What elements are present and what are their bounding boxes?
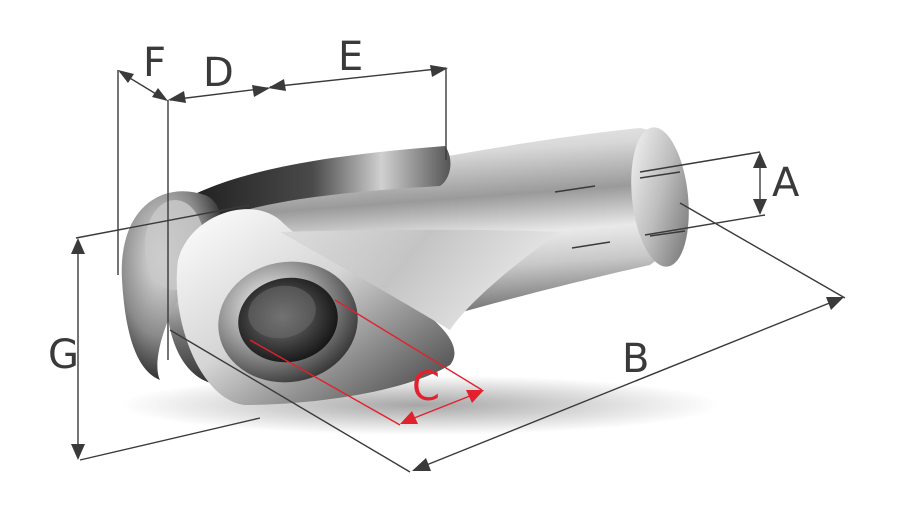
label-G: G [48, 332, 79, 378]
eye-hole-inner [248, 285, 316, 339]
label-F: F [143, 40, 166, 86]
label-E: E [338, 34, 363, 80]
tapered-facet [280, 229, 560, 330]
label-D: D [203, 50, 234, 96]
fork-slot [175, 146, 451, 225]
label-B: B [622, 336, 649, 382]
label-A: A [772, 160, 800, 206]
label-C: C [412, 364, 440, 410]
